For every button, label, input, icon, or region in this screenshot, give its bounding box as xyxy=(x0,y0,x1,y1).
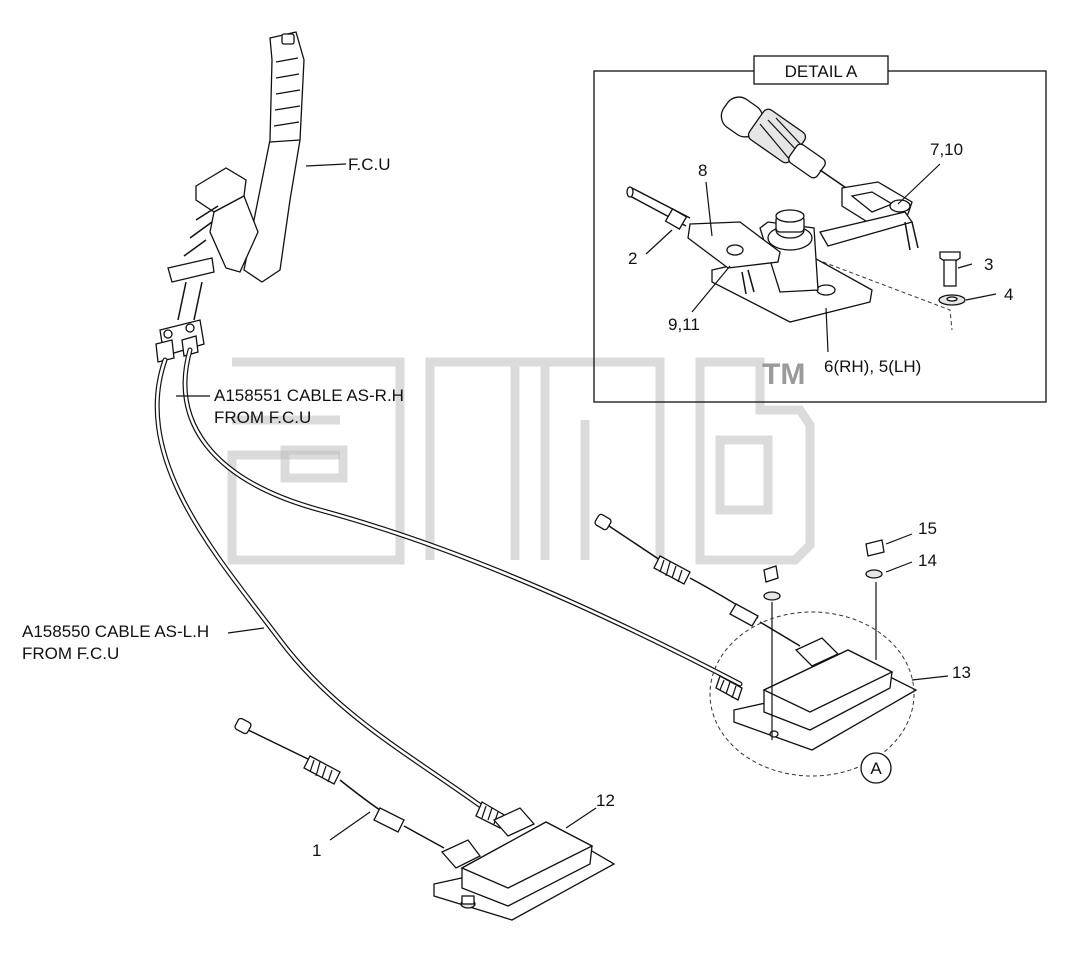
slider-link xyxy=(626,186,781,295)
label-part-13: 13 xyxy=(952,663,971,682)
bolt-3 xyxy=(939,251,961,287)
fcu-pedal xyxy=(155,31,305,363)
detail-a-panel: DETAIL A xyxy=(593,55,1047,403)
watermark-tm: TM xyxy=(762,358,805,391)
connector-plug xyxy=(720,96,853,193)
actuator-lower xyxy=(234,717,616,921)
actuator-right: A xyxy=(594,513,918,784)
label-cable-lh-2: FROM F.C.U xyxy=(22,644,119,663)
detail-title: DETAIL A xyxy=(785,62,858,81)
bracket-plate xyxy=(711,209,873,323)
label-part-8: 8 xyxy=(698,161,707,180)
label-part-4: 4 xyxy=(1004,285,1013,304)
label-part-2: 2 xyxy=(628,249,637,268)
watermark-logo: TM xyxy=(227,357,815,565)
washer-4 xyxy=(938,294,966,306)
cable-rh xyxy=(182,347,743,687)
label-part-15: 15 xyxy=(918,519,937,538)
cable-lh xyxy=(154,357,503,823)
label-part-3: 3 xyxy=(984,255,993,274)
label-cable-rh-1: A158551 CABLE AS-R.H xyxy=(214,386,404,405)
label-cable-lh-1: A158550 CABLE AS-L.H xyxy=(22,622,209,641)
label-part-6-5: 6(RH), 5(LH) xyxy=(824,357,921,376)
label-part-1: 1 xyxy=(312,841,321,860)
label-part-7-10: 7,10 xyxy=(930,140,963,159)
label-part-12: 12 xyxy=(596,791,615,810)
detail-ref-a: A xyxy=(870,759,882,778)
lever-arm xyxy=(819,181,919,251)
label-part-9-11: 9,11 xyxy=(668,315,700,334)
label-cable-rh-2: FROM F.C.U xyxy=(214,408,311,427)
label-fcu: F.C.U xyxy=(348,155,391,174)
label-part-14: 14 xyxy=(918,551,937,570)
